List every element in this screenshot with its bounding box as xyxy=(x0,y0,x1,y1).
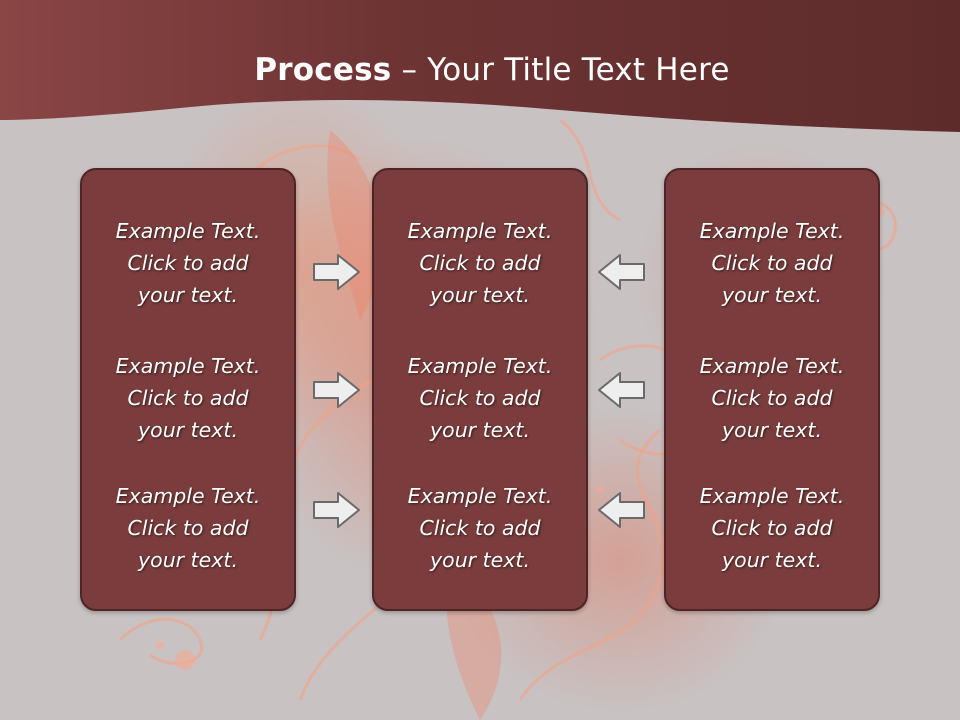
text-placeholder[interactable]: Example Text. Click to add your text. xyxy=(115,354,261,442)
text-placeholder[interactable]: Example Text. Click to add your text. xyxy=(115,219,261,307)
right-arrow-icon xyxy=(313,254,360,290)
title-rest: – Your Title Text Here xyxy=(391,52,730,88)
header-band xyxy=(0,0,960,132)
text-placeholder[interactable]: Example Text. Click to add your text. xyxy=(699,219,845,307)
left-arrow-icon xyxy=(598,254,645,290)
text-placeholder[interactable]: Example Text. Click to add your text. xyxy=(699,484,845,572)
text-placeholder[interactable]: Example Text. Click to add your text. xyxy=(407,219,553,307)
text-placeholder[interactable]: Example Text. Click to add your text. xyxy=(115,484,261,572)
text-placeholder[interactable]: Example Text. Click to add your text. xyxy=(407,484,553,572)
process-column-3: Example Text. Click to add your text. Ex… xyxy=(664,168,880,611)
process-column-1: Example Text. Click to add your text. Ex… xyxy=(80,168,296,611)
process-column-2: Example Text. Click to add your text. Ex… xyxy=(372,168,588,611)
right-arrow-icon xyxy=(313,492,360,528)
text-placeholder[interactable]: Example Text. Click to add your text. xyxy=(699,354,845,442)
title-bold: Process xyxy=(254,52,392,88)
text-placeholder[interactable]: Example Text. Click to add your text. xyxy=(407,354,553,442)
slide-title[interactable]: Process – Your Title Text Here xyxy=(0,52,960,88)
left-arrow-icon xyxy=(598,492,645,528)
right-arrow-icon xyxy=(313,372,360,408)
left-arrow-icon xyxy=(598,372,645,408)
